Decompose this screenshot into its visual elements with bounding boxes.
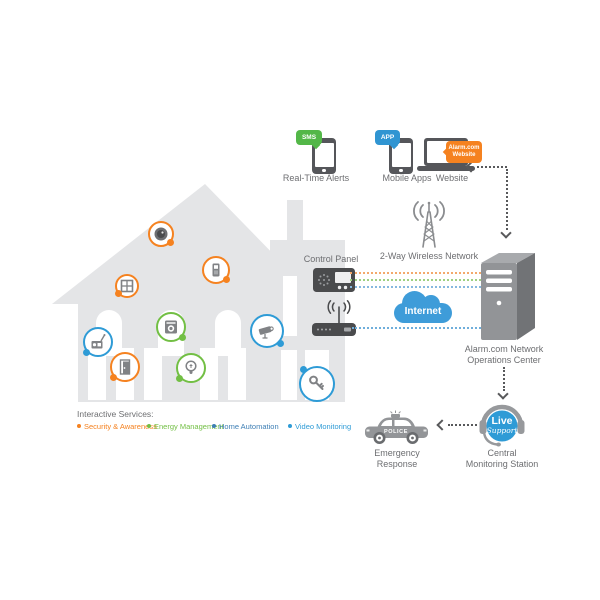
light-bulb-icon: [185, 360, 197, 374]
wireless-network-label: 2-Way Wireless Network: [379, 251, 479, 261]
connector-nub: [223, 276, 230, 283]
connector-nub: [83, 349, 90, 356]
legend-item-security: Security & Awareness: [77, 422, 157, 431]
connector-nub: [110, 374, 117, 381]
internet-cloud: [394, 291, 452, 323]
app-bubble-text: APP: [380, 134, 395, 141]
video-service-line: [352, 327, 481, 329]
website-label: Website: [435, 173, 469, 183]
control-panel-icon: [313, 268, 355, 292]
video-camera-device: [250, 314, 284, 348]
emergency-response-label: Emergency Response: [374, 448, 420, 470]
smoke-detector-device: [148, 221, 174, 247]
chimney: [287, 200, 303, 250]
headset-live-support-icon: [479, 404, 525, 447]
window: [88, 348, 106, 400]
connector-nub: [167, 239, 174, 246]
website-laptop-base: [417, 166, 475, 171]
legend-bullet-icon: [77, 424, 81, 428]
arrow-down-icon: [500, 227, 512, 239]
window: [144, 348, 162, 400]
router-icon: [312, 300, 356, 336]
website-bubble-line2: Website: [452, 152, 476, 158]
appliance-module-icon: [165, 320, 177, 334]
video-camera-icon: [258, 326, 274, 339]
window-sensor-icon: [120, 279, 134, 293]
connector-nub: [176, 375, 183, 382]
live-badge-text: Live: [491, 415, 513, 427]
door-key-device: [299, 366, 335, 402]
door-key-icon: [309, 375, 324, 390]
appliance-module-device: [156, 312, 186, 342]
security-service-line: [350, 272, 481, 274]
thermostat-device: [202, 256, 230, 284]
apps-label: Mobile Apps: [382, 173, 432, 183]
arrow-down-icon: [497, 388, 509, 400]
window: [228, 348, 246, 400]
police-car-icon: [365, 410, 428, 444]
control-panel-label: Control Panel: [303, 254, 359, 264]
sms-bubble: SMS: [296, 130, 322, 145]
app-bubble: APP: [375, 130, 400, 145]
internet-label: Internet: [404, 306, 442, 317]
arrow-left-icon: [436, 419, 448, 431]
wireless-tower-icon: [413, 201, 445, 248]
energy-service-line: [350, 279, 481, 281]
alerts-phone: [312, 138, 336, 174]
website-bubble: Alarm.com Website: [446, 141, 482, 163]
thermostat-icon: [212, 263, 220, 277]
central-station-label: Central Monitoring Station: [465, 448, 539, 470]
dotted-connector: [477, 166, 507, 168]
legend-bullet-icon: [288, 424, 292, 428]
legend-title: Interactive Services:: [77, 409, 154, 419]
connector-nub: [179, 334, 186, 341]
dotted-connector: [503, 367, 505, 391]
connector-nub: [277, 340, 284, 347]
wireless-device: [83, 327, 113, 357]
connector-nub: [115, 290, 122, 297]
legend-item-automation: Home Automation: [212, 422, 279, 431]
dotted-connector: [506, 169, 508, 230]
website-bubble-line1: Alarm.com: [448, 145, 480, 152]
legend-item-video: Video Monitoring: [288, 422, 351, 431]
legend-bullet-icon: [147, 424, 151, 428]
dotted-connector: [448, 424, 477, 426]
house-roof: [52, 184, 322, 304]
noc-label: Alarm.com Network Operations Center: [464, 344, 544, 366]
door-sensor-icon: [119, 359, 131, 375]
server-tower-icon: [481, 253, 535, 340]
police-car-text: POLICE: [383, 429, 409, 435]
wireless-device-icon: [91, 334, 106, 349]
smoke-detector-icon: [154, 227, 168, 241]
connector-nub: [300, 366, 307, 373]
window-sensor-device: [115, 274, 139, 298]
automation-service-line: [350, 286, 481, 288]
window: [281, 350, 297, 400]
legend-item-energy: Energy Management: [147, 422, 224, 431]
live-badge-subtext: Support: [486, 426, 518, 435]
light-bulb-device: [176, 353, 206, 383]
door-sensor-device: [110, 352, 140, 382]
alerts-label: Real-Time Alerts: [282, 173, 350, 183]
sms-bubble-text: SMS: [301, 134, 317, 141]
window: [283, 276, 297, 336]
arched-window: [215, 310, 241, 356]
legend-bullet-icon: [212, 424, 216, 428]
